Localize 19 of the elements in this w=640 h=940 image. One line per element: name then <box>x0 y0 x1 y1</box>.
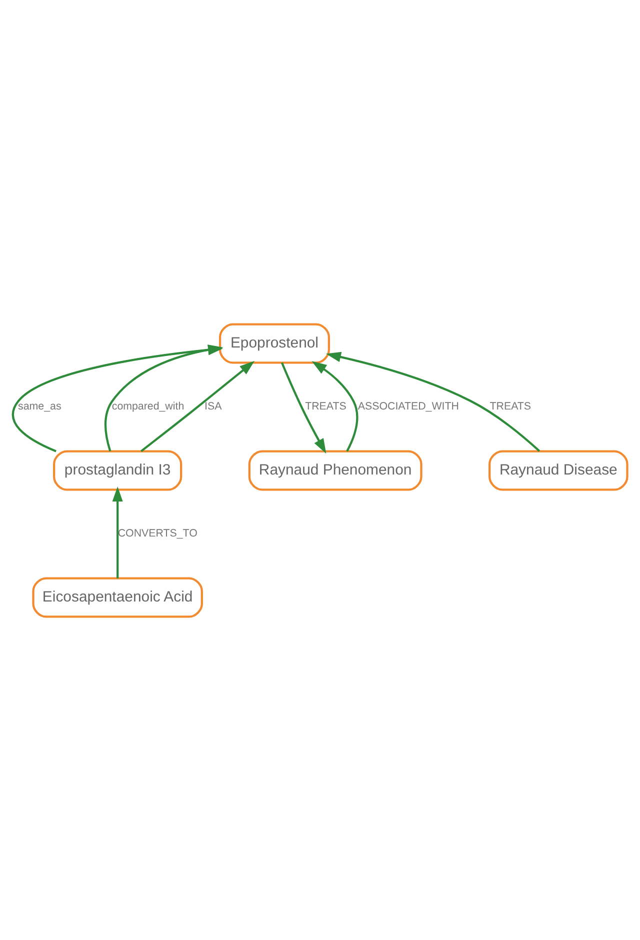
edge-label: ISA <box>204 400 222 412</box>
arrow <box>104 344 224 451</box>
node-box: Raynaud Disease <box>488 450 628 490</box>
node-box: Raynaud Phenomenon <box>248 450 422 490</box>
arrow <box>140 360 255 452</box>
arrow <box>326 351 540 452</box>
arrow <box>312 360 358 452</box>
arrow <box>112 486 123 578</box>
arrow <box>12 344 224 452</box>
edge-label: CONVERTS_TO <box>118 527 198 540</box>
edge-label: compared_with <box>112 400 184 412</box>
edge-label: TREATS <box>305 400 346 412</box>
arrow <box>280 362 326 454</box>
node-box: Epoprostenol <box>218 322 330 364</box>
node-box: Eicosapentaenoic Acid <box>32 576 203 618</box>
edge-label: TREATS <box>490 400 532 412</box>
edge-label: same_as <box>18 400 62 412</box>
node-box: prostaglandin I3 <box>53 450 182 490</box>
edge-label: ASSOCIATED_WITH <box>358 400 459 412</box>
